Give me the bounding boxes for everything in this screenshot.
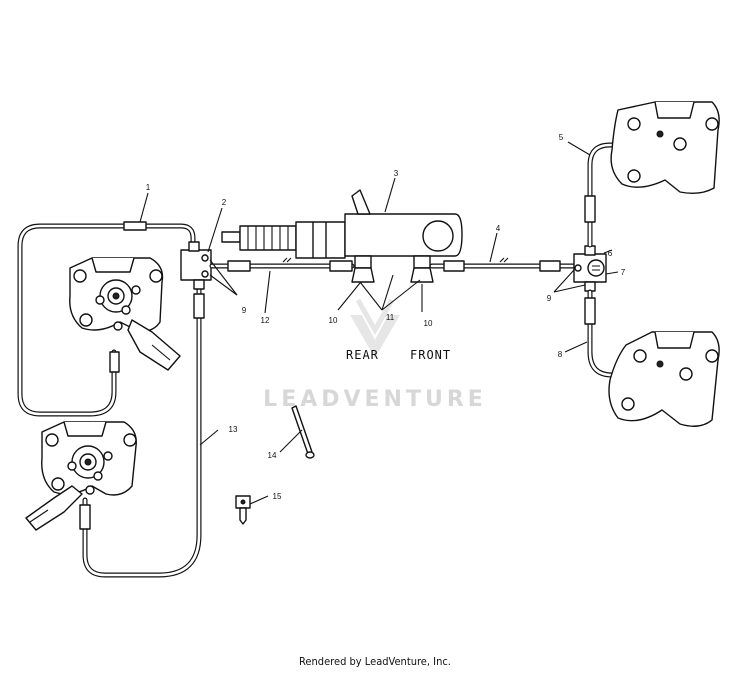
front-caliper-upper xyxy=(610,101,720,195)
callout-11: 11 xyxy=(386,313,395,322)
front-caliper-lower xyxy=(608,331,720,427)
part-14-bolt xyxy=(291,405,315,459)
callout-6: 6 xyxy=(608,249,613,258)
rear-caliper-upper xyxy=(69,257,181,371)
callout-5: 5 xyxy=(559,133,564,142)
callout-labels: 1 2 3 4 5 6 7 8 9 9 10 10 11 12 13 14 15 xyxy=(146,133,626,501)
callout-9-right: 9 xyxy=(547,294,552,303)
watermark: LEADVENTURE xyxy=(263,298,487,412)
footer-credit: Rendered by LeadVenture, Inc. xyxy=(299,655,451,668)
front-label: FRONT xyxy=(410,348,451,362)
callout-1: 1 xyxy=(146,183,151,192)
tee-fitting-left xyxy=(180,241,212,290)
tee-fitting-right xyxy=(573,245,607,292)
callout-12: 12 xyxy=(261,316,270,325)
leader-lines xyxy=(139,141,619,505)
brake-hose-13 xyxy=(79,282,205,578)
part-15-clip xyxy=(235,495,251,525)
banjo-fittings xyxy=(351,267,434,283)
rear-caliper-lower xyxy=(25,421,137,531)
master-cylinder xyxy=(221,189,463,269)
callout-4: 4 xyxy=(496,224,501,233)
callout-13: 13 xyxy=(229,425,238,434)
callout-10-right: 10 xyxy=(424,319,433,328)
callout-10-left: 10 xyxy=(329,316,338,325)
callout-15: 15 xyxy=(273,492,282,501)
callout-9-left: 9 xyxy=(242,306,247,315)
callout-2: 2 xyxy=(222,198,227,207)
watermark-text: LEADVENTURE xyxy=(263,387,487,412)
callout-8: 8 xyxy=(558,350,563,359)
rear-label: REAR xyxy=(346,348,379,362)
callout-14: 14 xyxy=(268,451,277,460)
callout-7: 7 xyxy=(621,268,626,277)
front-brake-line-4 xyxy=(429,257,577,272)
brake-hose-1 xyxy=(17,221,196,417)
callout-3: 3 xyxy=(394,169,399,178)
rear-brake-line-12 xyxy=(209,257,355,272)
